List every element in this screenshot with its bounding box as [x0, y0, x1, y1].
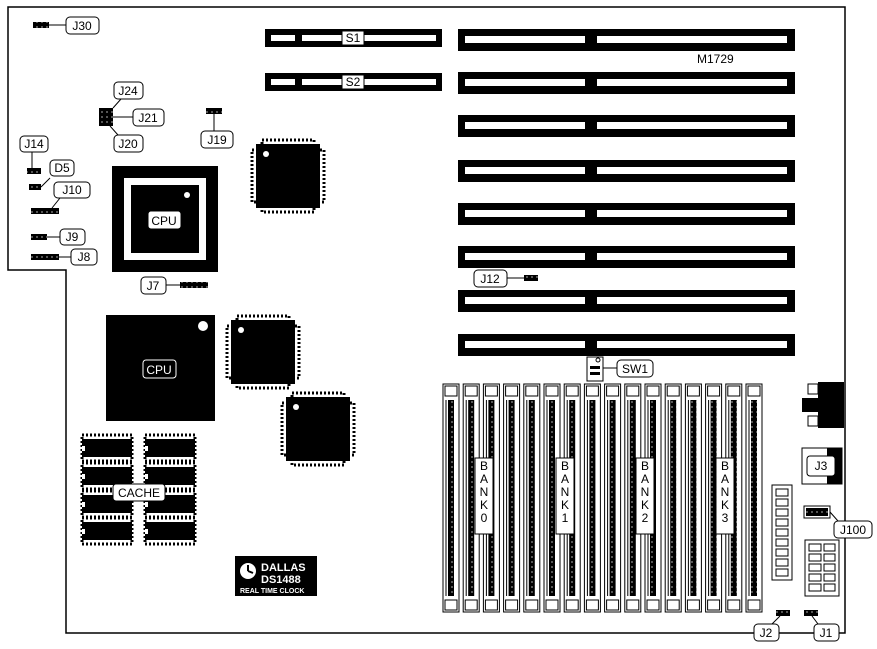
- cache-chip: [80, 433, 134, 463]
- jumper-j12: J12: [473, 269, 538, 288]
- rtc-brand: DALLAS: [261, 562, 306, 574]
- jumper-j9: J9: [31, 228, 86, 246]
- jumper-j10: J10: [31, 181, 91, 214]
- simm-socket: [462, 383, 480, 613]
- rtc-caption: REAL TIME CLOCK: [240, 588, 304, 595]
- cache-chip: [143, 461, 197, 491]
- jumper-j30: J30: [33, 16, 100, 35]
- simm-socket: [442, 383, 460, 613]
- j3-label: J3: [815, 459, 828, 473]
- rtc-dallas-chip: DALLAS DS1488 REAL TIME CLOCK: [235, 556, 317, 596]
- jumper-j8: J8: [31, 248, 98, 266]
- simm-socket: [503, 383, 521, 613]
- cache-chip: [143, 433, 197, 463]
- expansion-slot: [458, 203, 795, 225]
- j7-label: J7: [147, 279, 160, 293]
- j24-label: J24: [118, 84, 138, 98]
- j30-label: J30: [72, 19, 92, 33]
- expansion-slot: [458, 72, 795, 94]
- cpu-socket: CPU: [112, 166, 218, 272]
- j20-label: J20: [118, 137, 138, 151]
- connector-j3: J3: [801, 447, 843, 485]
- power-connector-right: [804, 539, 840, 597]
- jumper-j2: J2: [753, 610, 790, 642]
- expansion-slot: [458, 290, 795, 312]
- expansion-slot: [458, 334, 795, 356]
- slot-s1-label: S1: [346, 31, 361, 45]
- rtc-part: DS1488: [261, 574, 301, 586]
- j8-label: J8: [78, 250, 91, 264]
- cache-chip: [80, 461, 134, 491]
- simm-socket: [664, 383, 682, 613]
- j21-label: J21: [138, 111, 158, 125]
- connector-j100: J100: [803, 505, 873, 539]
- keyboard-connector: [802, 382, 844, 428]
- j100-label: J100: [840, 523, 866, 537]
- expansion-slots: [458, 29, 795, 356]
- cache-memory: [80, 433, 197, 546]
- cache-chip: [143, 516, 197, 546]
- plcc-chip-1: [250, 138, 326, 214]
- cpu-socket-label: CPU: [151, 214, 176, 228]
- simm-socket: [684, 383, 702, 613]
- cpu-chip-label: CPU: [146, 363, 171, 377]
- simm-socket: [745, 383, 763, 613]
- sw1-label: SW1: [622, 362, 648, 376]
- expansion-slot: [458, 160, 795, 182]
- jumper-j19: J19: [200, 108, 234, 149]
- j14-label: J14: [24, 137, 44, 151]
- led-d5: D5: [29, 159, 75, 190]
- j19-label: J19: [207, 133, 227, 147]
- simm-socket: [583, 383, 601, 613]
- cache-label: CACHE: [118, 486, 160, 500]
- jumper-j1: J1: [804, 610, 840, 642]
- expansion-slot: [458, 246, 795, 268]
- slot-s2-label: S2: [346, 75, 361, 89]
- simm-socket: [523, 383, 541, 613]
- simm-socket: [543, 383, 561, 613]
- expansion-slot: [458, 29, 795, 51]
- jumper-j14: J14: [19, 135, 49, 174]
- slot-s1: S1: [265, 29, 442, 47]
- d5-label: D5: [54, 161, 70, 175]
- jumper-j7: J7: [140, 276, 208, 295]
- cache-chip: [80, 516, 134, 546]
- j10-label: J10: [62, 183, 82, 197]
- plcc-chip-2: [225, 314, 301, 390]
- power-connector-left: [771, 484, 793, 581]
- expansion-slot: [458, 115, 795, 137]
- simm-socket: [604, 383, 622, 613]
- slot-s2: S2: [265, 73, 442, 91]
- model-label: M1729: [697, 52, 734, 66]
- j12-label: J12: [480, 272, 500, 286]
- j9-label: J9: [66, 230, 79, 244]
- simm-socket: [624, 383, 642, 613]
- j1-label: J1: [820, 626, 833, 640]
- cpu-chip: CPU: [106, 315, 215, 421]
- jumper-j24-j21-j20: J24 J21 J20: [99, 81, 165, 153]
- plcc-chip-3: [280, 391, 356, 467]
- simm-sockets: [442, 383, 763, 613]
- switch-sw1: SW1: [586, 356, 654, 382]
- j2-label: J2: [760, 626, 773, 640]
